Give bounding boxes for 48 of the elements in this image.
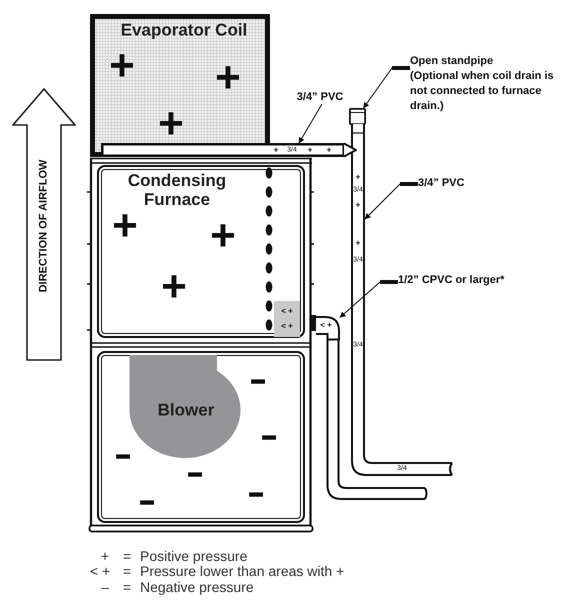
equals-sign: = [122,579,132,595]
component-label: Condensing Furnace [126,171,228,209]
callout-title: Open standpipe [410,54,494,69]
plus-sign: + [215,66,241,90]
plus-sign: + [161,275,187,299]
legend-symbol: + [100,548,110,564]
plus-sign: + [356,174,360,180]
minus-sign: – [249,489,263,499]
evaporator-coil [90,14,270,157]
plus-sign: + [112,214,138,238]
legend-symbol: – [101,579,109,595]
minus-sign: – [116,451,130,461]
pressure-mark: < + [281,306,293,316]
plus-sign: + [158,112,184,136]
component-label: Blower [158,400,214,420]
pressure-mark: < + [281,322,293,330]
legend-text: Negative pressure [140,579,254,595]
minus-sign: – [262,432,276,442]
direction-label: DIRECTION OF AIRFLOW [38,160,50,292]
equals-sign: = [122,548,132,564]
shaded-panel [274,301,300,337]
minus-sign: – [188,469,202,479]
callout-note: (Optional when coil drain is not connected to furnace drain.) [410,69,555,114]
plus-sign: + [356,240,360,246]
blower-compartment [97,351,305,523]
equals-sign: = [122,563,132,579]
plus-sign: + [109,54,135,78]
legend-text: Positive pressure [140,548,248,564]
minus-sign: – [140,497,154,507]
plus-sign: + [356,202,360,208]
plus-sign: + [326,146,332,154]
plus-sign: + [210,224,236,248]
leader-line [298,104,322,144]
component-label: Evaporator Coil [120,20,248,40]
pipe-cap [349,108,366,125]
minus-sign: – [251,376,265,386]
plus-sign: + [308,146,312,154]
callout-label: 3/4” PVC [418,177,464,189]
legend-text: Pressure lower than areas with + [140,563,344,579]
callout-label: 3/4” PVC [296,91,344,103]
callout-label: 1/2” CPVC or larger* [398,274,504,286]
leader-line [340,280,398,318]
legend-symbol: < + [90,563,110,579]
leader-line [363,66,410,108]
furnace-compartment [97,165,305,338]
plus-sign: + [274,146,278,154]
pressure-mark: < + [320,320,332,330]
leader-line [364,182,418,220]
